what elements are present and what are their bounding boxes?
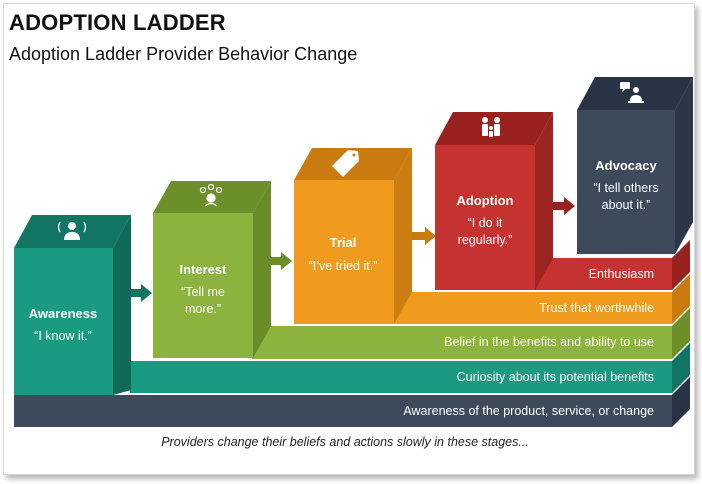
stage-quote-line2: about it.” — [602, 198, 651, 212]
stage-name: Trial — [330, 235, 357, 250]
stage-quote-line1: “Tell me — [181, 285, 225, 299]
stage-quote-line1: “I tell others — [593, 181, 658, 195]
band-label: Trust that worthwhile — [539, 301, 654, 315]
family-icon — [482, 117, 500, 137]
arrow-icon — [271, 252, 292, 270]
stage-quote-line2: more.” — [185, 302, 221, 316]
stage-name: Awareness — [29, 306, 97, 321]
stage-quote: “I know it.” — [34, 329, 92, 343]
price-tag-icon — [332, 150, 359, 177]
stage-name: Advocacy — [595, 158, 657, 173]
band-belief: Belief in the benefits and ability to us… — [252, 308, 690, 359]
page-title: ADOPTION LADDER — [9, 10, 226, 35]
arrow-icon — [131, 284, 152, 302]
stage-name: Adoption — [456, 193, 513, 208]
band-label: Awareness of the product, service, or ch… — [403, 404, 654, 418]
band-label: Belief in the benefits and ability to us… — [444, 335, 654, 349]
page-subtitle: Adoption Ladder Provider Behavior Change — [9, 44, 358, 64]
stage-trial: Trial “I’ve tried it.” — [294, 148, 412, 324]
arrow-icon — [412, 227, 436, 245]
stage-name: Interest — [180, 262, 228, 277]
band-label: Curiosity about its potential benefits — [457, 370, 654, 384]
stage-quote-line2: regularly.” — [458, 233, 513, 247]
footer-caption: Providers change their beliefs and actio… — [161, 435, 529, 449]
arrow-icon — [553, 197, 575, 215]
band-awareness-product: Awareness of the product, service, or ch… — [14, 377, 690, 427]
stage-awareness: Awareness “I know it.” — [14, 215, 131, 395]
stage-interest: Interest “Tell me more.” — [153, 181, 271, 358]
stage-adoption: Adoption “I do it regularly.” — [435, 112, 553, 290]
band-enthusiasm: Enthusiasm — [530, 240, 690, 290]
presenter-icon — [620, 82, 644, 103]
stage-quote-line1: “I do it — [468, 216, 503, 230]
stage-quote: “I’ve tried it.” — [309, 259, 378, 273]
band-trust: Trust that worthwhile — [390, 274, 690, 324]
stage-advocacy: Advocacy “I tell others about it.” — [577, 77, 693, 254]
band-curiosity: Curiosity about its potential benefits — [130, 343, 690, 393]
people-network-icon — [199, 183, 223, 207]
person-speaking-icon — [57, 221, 87, 240]
band-label: Enthusiasm — [589, 267, 654, 281]
